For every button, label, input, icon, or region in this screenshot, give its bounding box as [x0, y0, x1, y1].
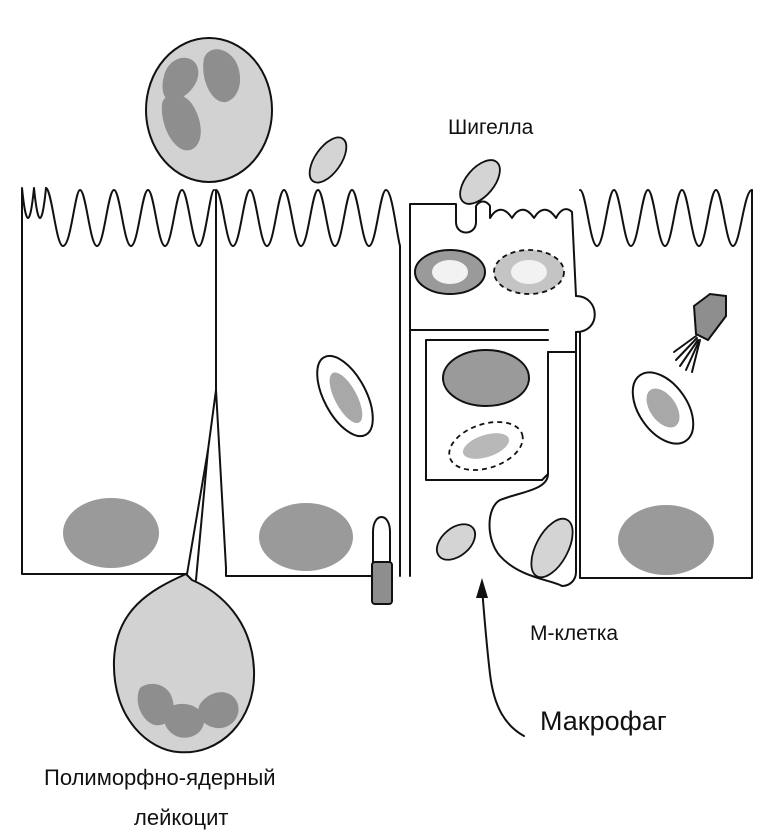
m-cell-nucleus	[443, 350, 529, 406]
actin-tail	[674, 336, 700, 372]
macrophage-arrow	[476, 578, 524, 736]
actin-tail-bacterium	[694, 294, 726, 340]
nucleus	[63, 498, 159, 568]
nucleus	[259, 503, 353, 571]
leukocyte-path	[186, 190, 226, 580]
pmn-label-line1: Полиморфно-ядерный	[44, 765, 276, 791]
shigella-bacterium-free	[302, 131, 353, 189]
macrophage-label: Макрофаг	[540, 706, 667, 737]
vacuole-bacterium	[620, 361, 705, 454]
m-cell-label: М-клетка	[530, 622, 618, 646]
shigella-bacterium	[523, 512, 581, 584]
epithelial-cell-2	[216, 190, 400, 604]
basal-bacterium	[372, 562, 392, 604]
pmn-leukocyte-bottom	[114, 574, 254, 752]
pmn-leukocyte-top	[146, 38, 272, 182]
epithelial-cell-1	[22, 188, 214, 574]
pmn-label-line2: лейкоцит	[134, 805, 228, 831]
shigella-label: Шигелла	[448, 116, 533, 140]
shigella-bacterium	[430, 517, 482, 567]
dissolving-vacuole	[443, 413, 529, 478]
vacuole-bacterium	[415, 250, 485, 294]
m-cell	[410, 202, 595, 587]
epithelial-cell-right	[580, 190, 752, 578]
vacuole-bacterium	[306, 347, 384, 444]
dissolving-vacuole	[494, 250, 564, 294]
nucleus	[618, 505, 714, 575]
